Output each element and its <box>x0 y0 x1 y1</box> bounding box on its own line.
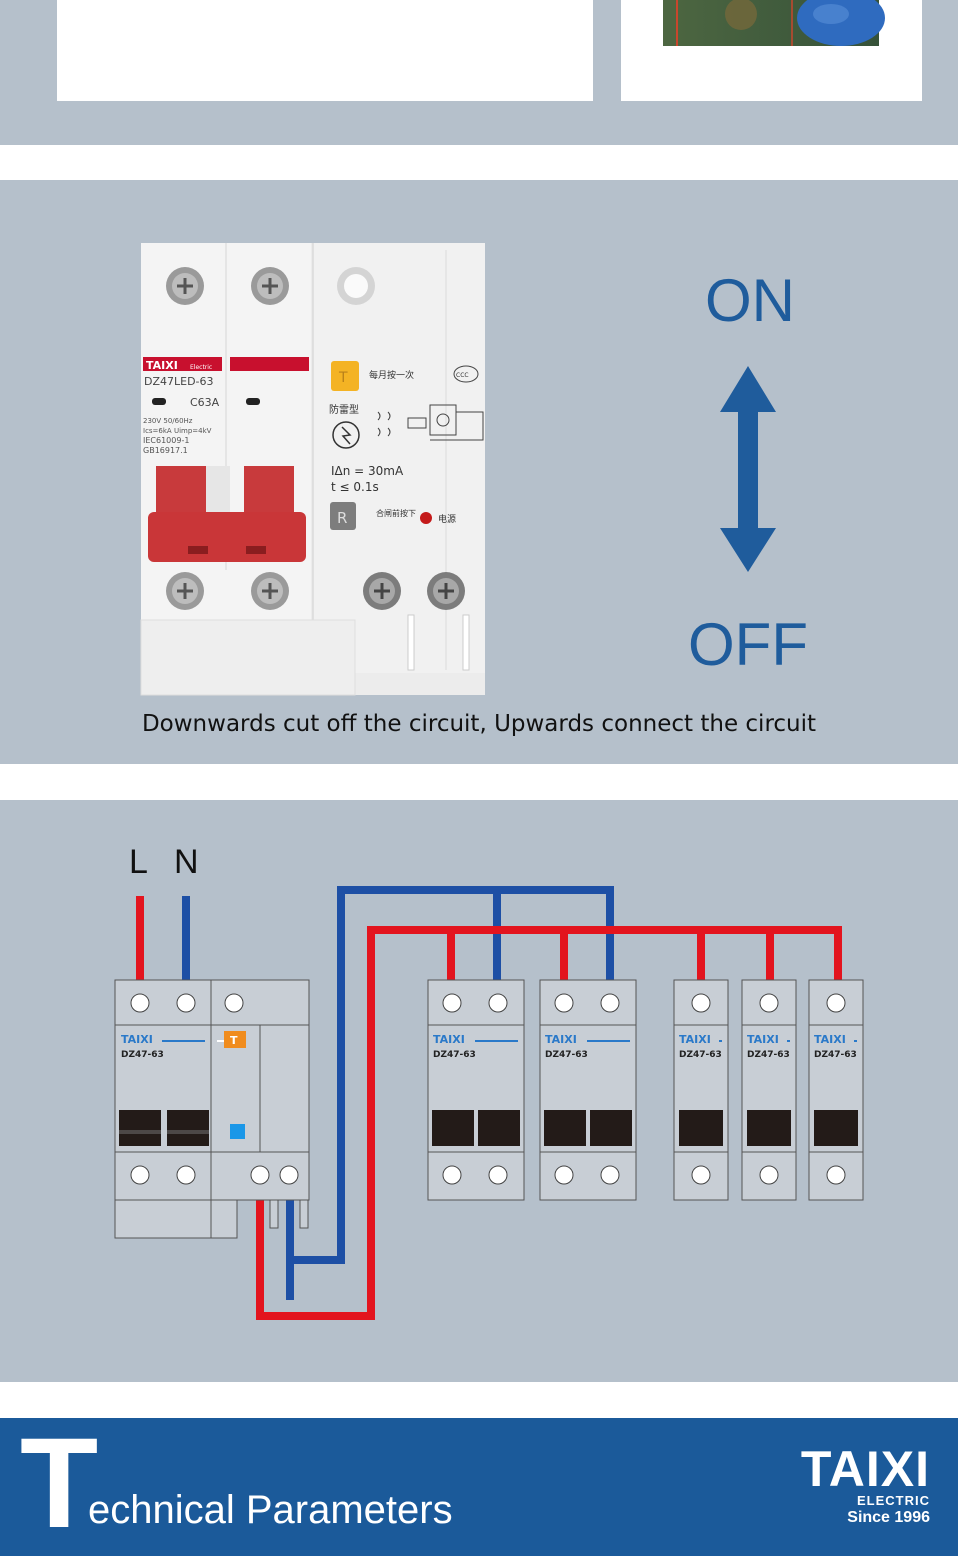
terminal-icon <box>442 1165 462 1185</box>
breaker-model: DZ47LED-63 <box>144 375 214 388</box>
footer-brand-sub: ELECTRIC <box>857 1493 930 1508</box>
power-label: 电源 <box>438 513 456 525</box>
screw-icon <box>166 572 204 610</box>
breaker-spec-line-3: IEC61009-1 <box>143 436 189 445</box>
terminal-icon <box>600 993 620 1013</box>
test-button-label: T <box>338 370 348 386</box>
top-right-card <box>621 0 922 101</box>
main-rcbo-brand: TAIXI <box>121 1033 153 1046</box>
reset-button-label: R <box>337 509 347 527</box>
branch-breaker-brand: TAIXI <box>433 1033 465 1046</box>
switch-caption: Downwards cut off the circuit, Upwards c… <box>141 711 817 737</box>
branch-breaker-model: DZ47-63 <box>747 1050 790 1060</box>
terminal-icon <box>554 1165 574 1185</box>
footer-since: Since 1996 <box>847 1509 930 1526</box>
main-test-button-label: T <box>230 1034 238 1047</box>
terminal-icon <box>600 1165 620 1185</box>
branch-breaker: TAIXI DZ47-63 <box>427 979 525 1201</box>
toggle-lever <box>747 1110 791 1146</box>
pcb-photo-icon <box>663 0 885 46</box>
residual-current: IΔn = 30mA <box>331 464 404 478</box>
screw-icon <box>427 572 465 610</box>
neutral-label: N <box>174 843 199 881</box>
reset-note: 合闸前按下 <box>376 508 416 518</box>
branch-breaker-brand: TAIXI <box>545 1033 577 1046</box>
terminal-icon <box>442 993 462 1013</box>
branch-breaker-brand: TAIXI <box>747 1033 779 1046</box>
branch-breaker: TAIXI DZ47-63 <box>539 979 637 1201</box>
breaker-spec-line-4: GB16917.1 <box>143 446 188 455</box>
footer-big-letter: T <box>20 1412 99 1555</box>
breaker-spec-line-2: Ics=6kA Uimp=4kV <box>143 427 212 435</box>
terminal-icon <box>826 1165 846 1185</box>
up-down-arrow-icon <box>720 366 776 572</box>
screw-icon <box>251 572 289 610</box>
toggle-lever <box>679 1110 723 1146</box>
branch-breaker: TAIXI DZ47-63 <box>673 979 729 1201</box>
branch-breaker-model: DZ47-63 <box>814 1050 857 1060</box>
branch-breaker-model: DZ47-63 <box>679 1050 722 1060</box>
screw-icon <box>251 267 289 305</box>
branch-breaker: TAIXI DZ47-63 <box>741 979 797 1201</box>
line-label: L <box>129 843 148 881</box>
screw-icon <box>363 572 401 610</box>
trip-time: t ≤ 0.1s <box>331 480 379 494</box>
terminal-icon <box>488 1165 508 1185</box>
footer-brand-logo: TAIXI <box>800 1441 930 1497</box>
terminal-icon <box>691 1165 711 1185</box>
toggle-lever <box>544 1110 586 1146</box>
branch-breaker-brand: TAIXI <box>814 1033 846 1046</box>
footer-banner: T echnical Parameters TAIXI ELECTRIC Sin… <box>0 1418 958 1556</box>
terminal-icon <box>759 993 779 1013</box>
terminal-icon <box>554 993 574 1013</box>
terminal-icon <box>691 993 711 1013</box>
main-rcbo-model: DZ47-63 <box>121 1050 164 1060</box>
top-left-card <box>57 0 593 101</box>
branch-breaker-model: DZ47-63 <box>545 1050 588 1060</box>
main-rcbo: TAIXI DZ47-63 T <box>114 979 310 1239</box>
branch-breaker-brand: TAIXI <box>679 1033 711 1046</box>
branch-breaker: TAIXI DZ47-63 <box>808 979 864 1201</box>
breaker-spec-line-1: 230V 50/60Hz <box>143 417 193 425</box>
cert-mark: CCC <box>456 372 469 379</box>
on-label: ON <box>705 267 795 334</box>
breaker-rating: C63A <box>190 396 220 409</box>
terminal-icon <box>826 993 846 1013</box>
terminal-icon <box>488 993 508 1013</box>
branch-breaker-model: DZ47-63 <box>433 1050 476 1060</box>
toggle-lever <box>590 1110 632 1146</box>
toggle-lever <box>478 1110 520 1146</box>
breaker-brand: TAIXI <box>146 359 178 372</box>
rcbo-breaker-image: TAIXI Electric DZ47LED-63 C63A 230V 50/6… <box>140 243 485 696</box>
toggle-lever <box>814 1110 858 1146</box>
off-label: OFF <box>688 611 808 678</box>
breaker-brand-suffix: Electric <box>190 364 212 371</box>
toggle-lever <box>432 1110 474 1146</box>
surge-type: 防雷型 <box>329 403 359 416</box>
screw-icon <box>166 267 204 305</box>
footer-title: echnical Parameters <box>88 1488 453 1532</box>
wiring-diagram: TAIXI DZ47-63 T TAIXI DZ47-63 TAIXI DZ47-63… <box>114 886 864 1320</box>
terminal-icon <box>759 1165 779 1185</box>
test-note: 每月按一次 <box>369 369 414 381</box>
